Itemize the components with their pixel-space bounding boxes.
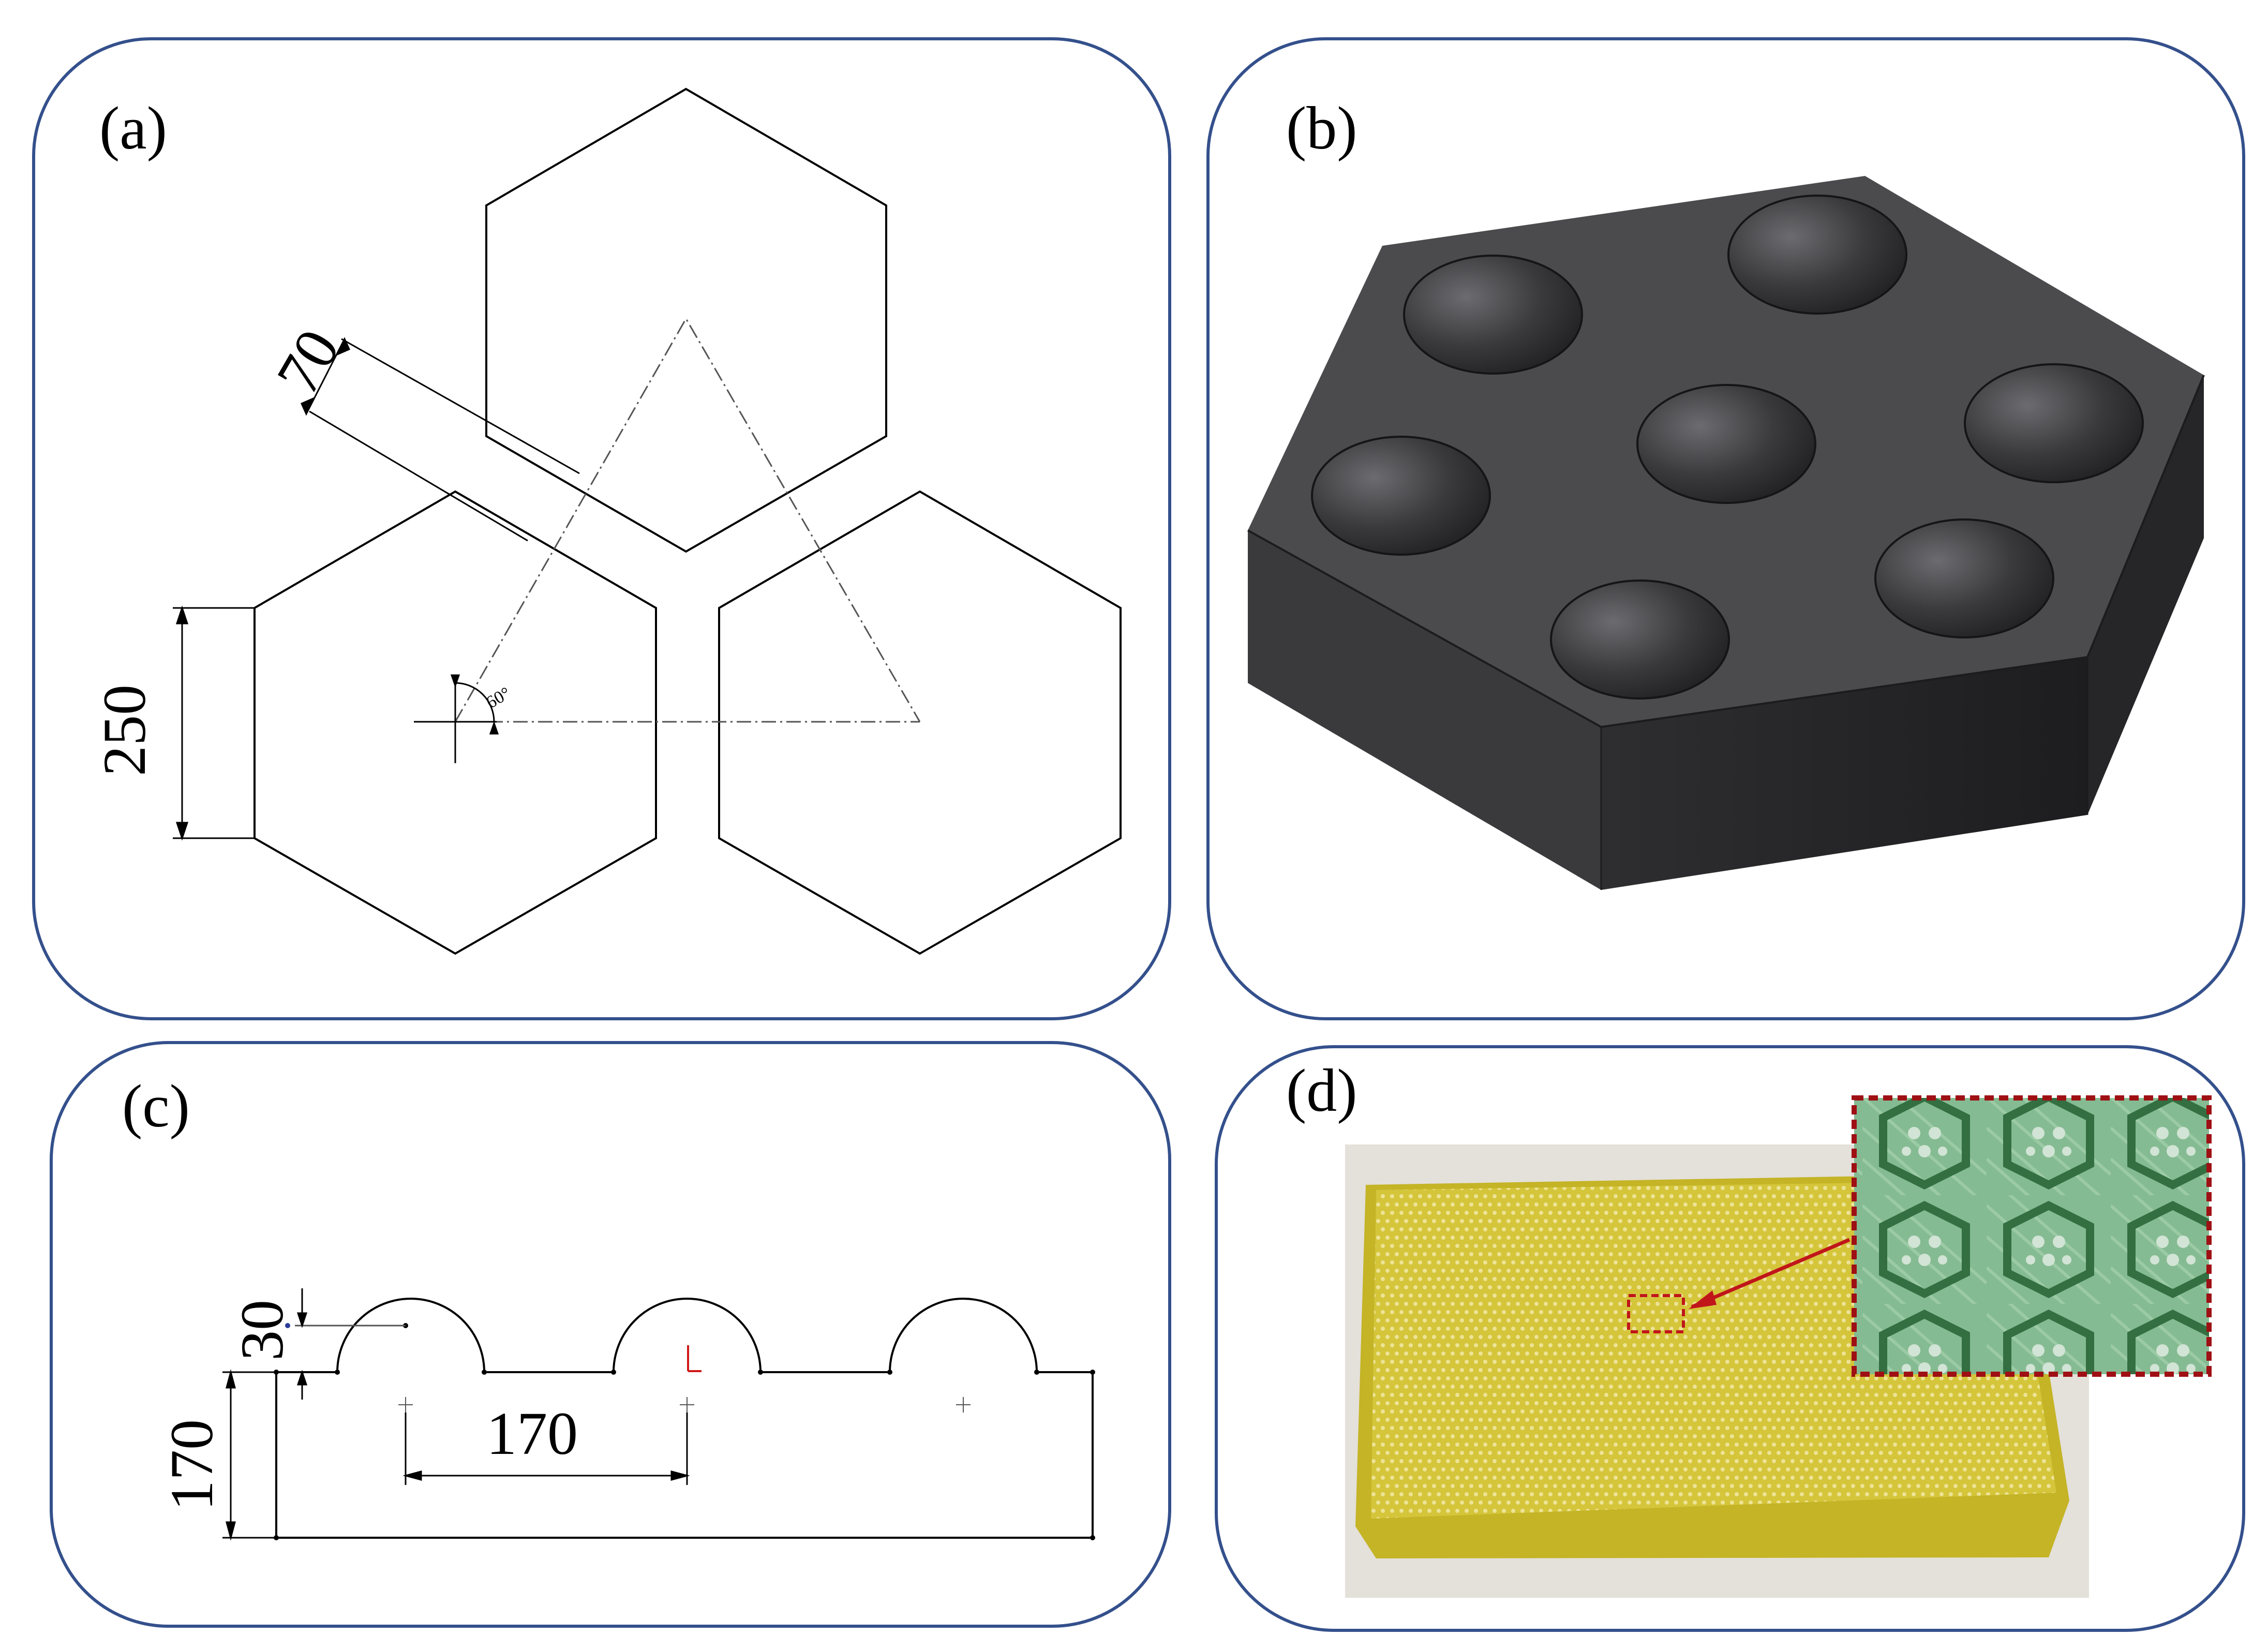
- panel-a-label: (a): [99, 94, 167, 162]
- dome: [1636, 384, 1816, 504]
- dim-170-base-label: 170: [158, 1419, 226, 1511]
- panel-c-label: (c): [122, 1072, 190, 1140]
- dimension-170-base: [222, 1369, 276, 1541]
- construction-triangle: [414, 317, 921, 723]
- dome: [1964, 363, 2144, 483]
- dome: [1550, 579, 1730, 700]
- profile-markers: [274, 1323, 1095, 1540]
- panel-d-label: (d): [1286, 1057, 1357, 1124]
- hexagon-right: [718, 490, 1122, 955]
- panel-a-drawing: [253, 87, 1122, 955]
- dome: [1311, 436, 1491, 556]
- block-face-left: [1248, 530, 1601, 890]
- zoom-inset: [1854, 1098, 2209, 1374]
- dome: [1727, 195, 1907, 315]
- hexagon-top: [485, 87, 887, 553]
- sample-photo: [1345, 1095, 2212, 1598]
- panel-b-label: (b): [1286, 94, 1357, 162]
- block-face-front: [1601, 657, 2087, 890]
- center-marker: [414, 674, 499, 763]
- dimension-30: [295, 1288, 406, 1400]
- panel-c-frame: [50, 1041, 1171, 1628]
- panel-a-frame: [32, 37, 1171, 1020]
- profile-section: [275, 1298, 1094, 1539]
- dim-170-pitch-label: 170: [486, 1400, 578, 1467]
- angle-label: 60°: [483, 683, 514, 712]
- dome: [1403, 255, 1583, 375]
- dim-70-label: 70: [263, 318, 352, 405]
- origin-marker: [687, 1345, 702, 1372]
- dimension-170-pitch: [402, 1413, 690, 1485]
- hex-block-3d: [1247, 176, 2205, 890]
- dimension-70: [301, 337, 580, 542]
- block-face-right: [2087, 375, 2204, 815]
- zoom-arrow: [1691, 1238, 1851, 1309]
- dimension-250: [173, 605, 255, 841]
- dim-30-label: 30: [228, 1300, 296, 1361]
- zoom-region: [1627, 1294, 1685, 1333]
- domes: [1311, 195, 2144, 700]
- dim-250-label: 250: [91, 685, 158, 776]
- dome: [1874, 518, 2054, 638]
